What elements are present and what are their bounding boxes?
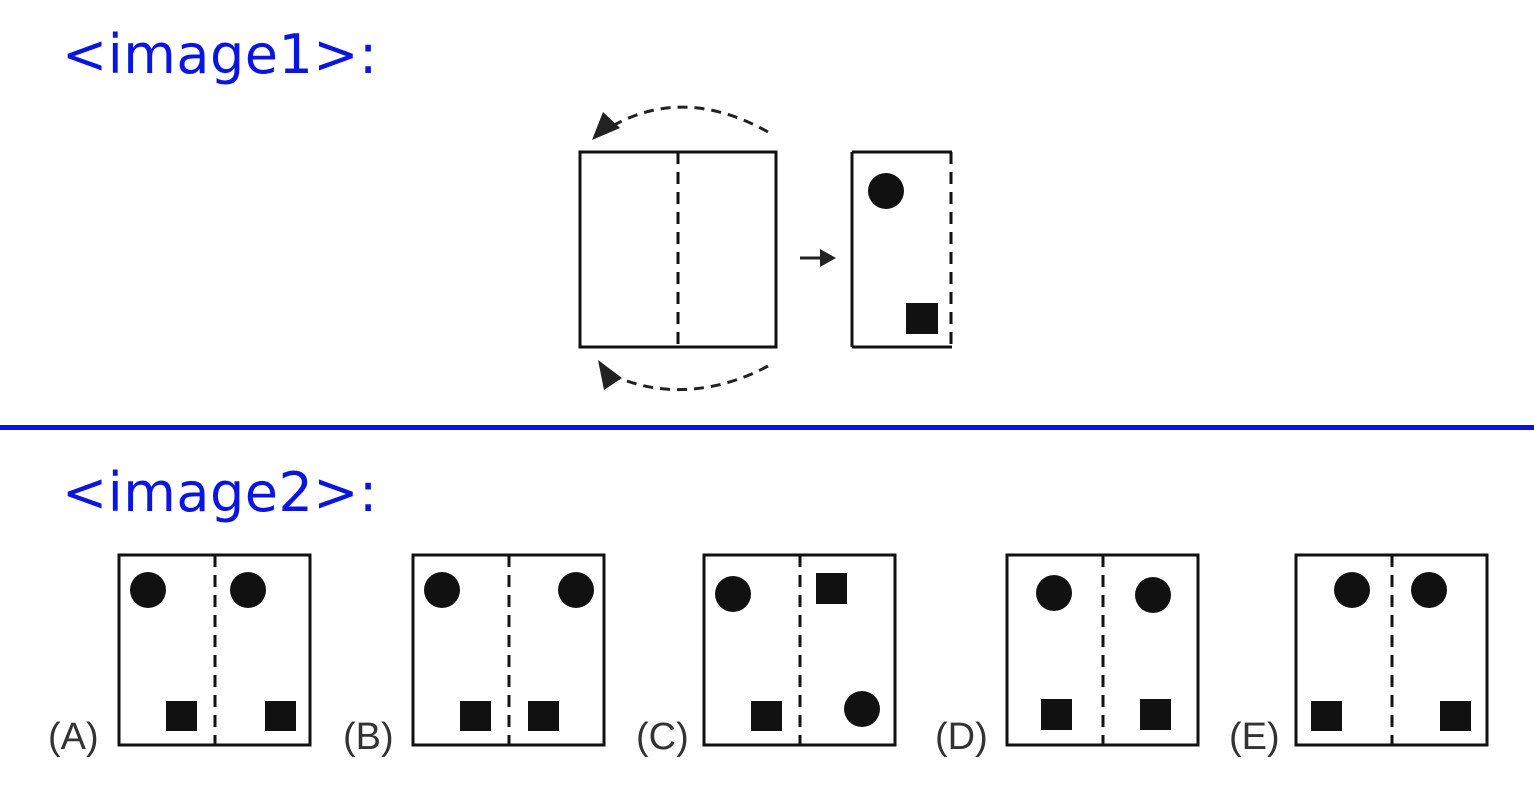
option-c-label: (C) [636, 716, 689, 758]
option-d-figure [1005, 553, 1200, 747]
option-e-label: (E) [1229, 716, 1280, 758]
fold-arrow-bottom [605, 364, 769, 392]
fold-arrow-top [597, 105, 769, 137]
option-b-figure [411, 553, 606, 747]
option-e-figure [1294, 553, 1489, 747]
image2-label: <image2>: [62, 461, 378, 524]
option-c-figure [702, 553, 897, 747]
arrowhead-top-icon [592, 112, 620, 140]
option-d-label: (D) [935, 716, 988, 758]
option-b-label: (B) [343, 716, 394, 758]
option-a-figure [117, 553, 312, 747]
hole-circle [868, 173, 904, 209]
arrowhead-bottom-icon [598, 360, 622, 390]
section-divider [0, 425, 1534, 430]
hole-square [906, 303, 938, 334]
image1-label: <image1>: [62, 23, 378, 86]
fold-diagram [578, 105, 953, 392]
option-a-label: (A) [48, 716, 99, 758]
result-arrowhead-icon [820, 249, 836, 267]
answer-options [117, 553, 1489, 747]
